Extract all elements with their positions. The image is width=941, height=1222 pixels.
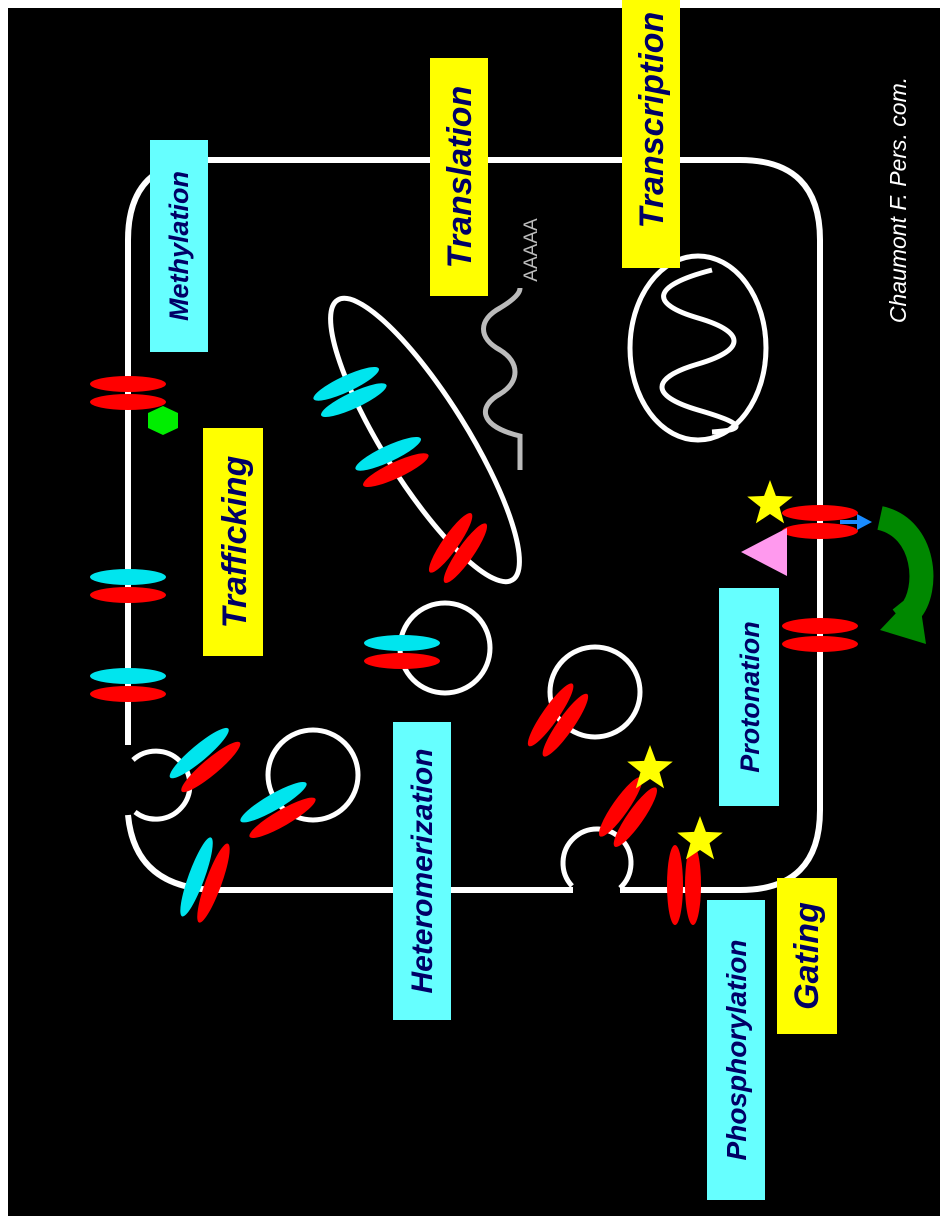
translation-label: Translation xyxy=(441,86,479,269)
trafficking-label: Trafficking xyxy=(216,455,254,628)
poly-a-tail-label: AAAAA xyxy=(521,218,542,282)
protonation-label: Protonation xyxy=(735,621,765,772)
transcription-label: Transcription xyxy=(633,12,671,229)
heteromerization-label: Heteromerization xyxy=(406,748,439,993)
gating-label: Gating xyxy=(788,902,826,1010)
phosphorylation-label: Phosphorylation xyxy=(721,940,752,1161)
methylation-label: Methylation xyxy=(164,171,194,321)
credit-text: Chaumont F. Pers. com. xyxy=(885,77,911,323)
